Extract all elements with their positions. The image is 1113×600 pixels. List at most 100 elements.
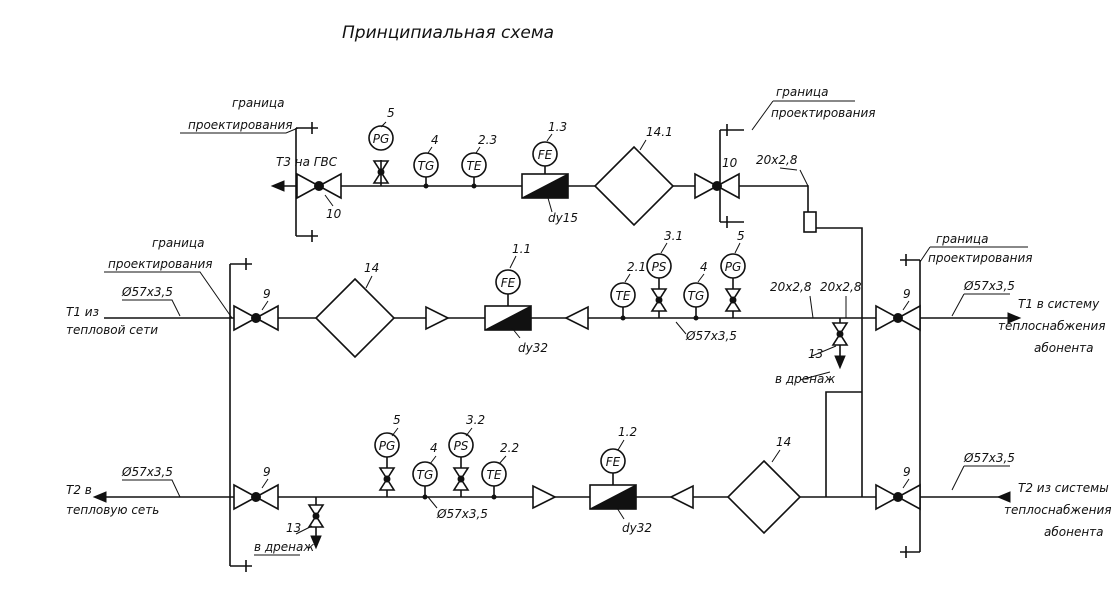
pos-9-mid-right: 9: [903, 287, 911, 301]
pipe-57-t1-in: Ø57х3,5: [121, 285, 173, 299]
flowmeter-1-1: [484, 305, 532, 331]
valve-ps-mid: [651, 288, 667, 312]
filter-14-mid: [315, 278, 395, 358]
pos-5-top: 5: [387, 106, 395, 120]
border-label-mid-right-2: проектирования: [928, 251, 1032, 265]
drain-label-bottom: в дренаж: [254, 540, 314, 554]
valve-10-top-right: [694, 173, 740, 199]
reducer-connection: [803, 211, 817, 233]
pipe-57-bottom: Ø57х3,5: [436, 507, 488, 521]
pos-3-2: 3.2: [466, 413, 485, 427]
pos-13-bottom: 13: [286, 521, 301, 535]
flowmeter-1-2: [589, 484, 637, 510]
label-fe-top: FE: [538, 148, 553, 162]
valve-13-drain-bottom: [308, 504, 324, 528]
label-tg-top: TG: [418, 159, 435, 173]
pos-5-mid: 5: [737, 229, 745, 243]
pipe-57-t1-out: Ø57х3,5: [963, 279, 1015, 293]
pos-14-bottom: 14: [776, 435, 791, 449]
label-tg-mid: TG: [688, 289, 705, 303]
pipe-57-mid: Ø57х3,5: [685, 329, 737, 343]
instrument-pg-top: [368, 125, 394, 151]
pos-9-mid-left: 9: [263, 287, 271, 301]
pos-4-mid: 4: [700, 260, 708, 274]
valve-pg-bottom: [379, 467, 395, 491]
pos-14-mid: 14: [364, 261, 379, 275]
border-label-top-right-1: граница: [776, 85, 828, 99]
dy15-label: dy15: [548, 211, 578, 225]
pos-1-3: 1.3: [548, 120, 567, 134]
label-pg-bottom: PG: [379, 439, 396, 453]
label-pg-top: PG: [373, 132, 390, 146]
pos-1-2: 1.2: [618, 425, 637, 439]
filter-14-1: [594, 146, 674, 226]
pos-10-top-left: 10: [326, 207, 342, 221]
border-label-top-left-1: граница: [232, 96, 284, 110]
pipe-20-top: 20х2,8: [756, 153, 798, 167]
valve-ps-bottom: [453, 467, 469, 491]
pos-2-2: 2.2: [500, 441, 519, 455]
scheme-title: Принципиальная схема: [342, 23, 554, 43]
pos-2-1: 2.1: [627, 260, 646, 274]
pos-14-1: 14.1: [646, 125, 673, 139]
pos-10-top-right: 10: [722, 156, 738, 170]
pos-9-bottom-right: 9: [903, 465, 911, 479]
t1-line: [104, 254, 1022, 572]
label-fe-bottom: FE: [606, 455, 621, 469]
t3-label: Т3 на ГВС: [276, 155, 338, 169]
label-te-top: TE: [467, 159, 482, 173]
t1-in-label-2: тепловой сети: [66, 323, 158, 337]
pos-9-bottom-left: 9: [263, 465, 271, 479]
valve-9-mid-left: [233, 305, 279, 331]
drain-arrow-top-icon: [834, 355, 846, 370]
label-te-bottom: TE: [487, 468, 502, 482]
pos-4-top: 4: [431, 133, 439, 147]
pipe-57-t2-in: Ø57х3,5: [963, 451, 1015, 465]
pipe-20-mid-right: 20х2,8: [820, 280, 862, 294]
drain-arrow-bottom-icon: [310, 535, 322, 550]
border-label-top-right-2: проектирования: [771, 106, 875, 120]
t2-out-label-1: Т2 в: [66, 483, 92, 497]
dy32-bottom: dy32: [622, 521, 652, 535]
filter-14-bottom: [727, 460, 801, 534]
pos-2-3: 2.3: [478, 133, 497, 147]
valve-10-top-left: [296, 173, 342, 199]
flowmeter-1-3: [521, 173, 569, 199]
t1-out-label-2: теплоснабжения: [998, 319, 1105, 333]
border-label-mid-right-1: граница: [936, 232, 988, 246]
label-pg-mid: PG: [725, 260, 742, 274]
label-tg-bottom: TG: [417, 468, 434, 482]
t3-arrow-icon: [270, 180, 285, 192]
border-label-mid-left-2: проектирования: [108, 257, 212, 271]
valve-9-bottom-left: [233, 484, 279, 510]
reducer-bottom-1: [532, 485, 556, 509]
label-ps-mid: PS: [652, 260, 667, 274]
t2-out-label-2: тепловую сеть: [66, 503, 159, 517]
label-te-mid: TE: [616, 289, 631, 303]
pipe-57-t2-out: Ø57х3,5: [121, 465, 173, 479]
t1-out-label-3: абонента: [1034, 341, 1094, 355]
valve-9-mid-right: [875, 305, 921, 331]
reducer-bottom-2: [670, 485, 694, 509]
t1-out-arrow-icon: [1007, 312, 1022, 324]
valve-pg-mid: [725, 288, 741, 312]
t2-line: [92, 391, 1011, 550]
t1-out-label-1: Т1 в систему: [1018, 297, 1100, 311]
valve-9-bottom-right: [875, 484, 921, 510]
label-ps-bottom: PS: [454, 439, 469, 453]
t2-in-label-1: Т2 из системы: [1018, 481, 1109, 495]
pos-4-bottom: 4: [430, 441, 438, 455]
t2-in-label-3: абонента: [1044, 525, 1104, 539]
valve-13-drain-top: [832, 322, 848, 346]
pipe-20-mid-left: 20х2,8: [770, 280, 812, 294]
t1-in-label-1: Т1 из: [66, 305, 99, 319]
pos-3-1: 3.1: [664, 229, 683, 243]
pos-1-1: 1.1: [512, 242, 531, 256]
border-label-top-left-2: проектирования: [188, 118, 292, 132]
label-fe-mid: FE: [501, 276, 516, 290]
t2-out-arrow-icon: [92, 491, 107, 503]
dy32-mid: dy32: [518, 341, 548, 355]
reducer-mid-1: [425, 306, 449, 330]
border-label-mid-left-1: граница: [152, 236, 204, 250]
